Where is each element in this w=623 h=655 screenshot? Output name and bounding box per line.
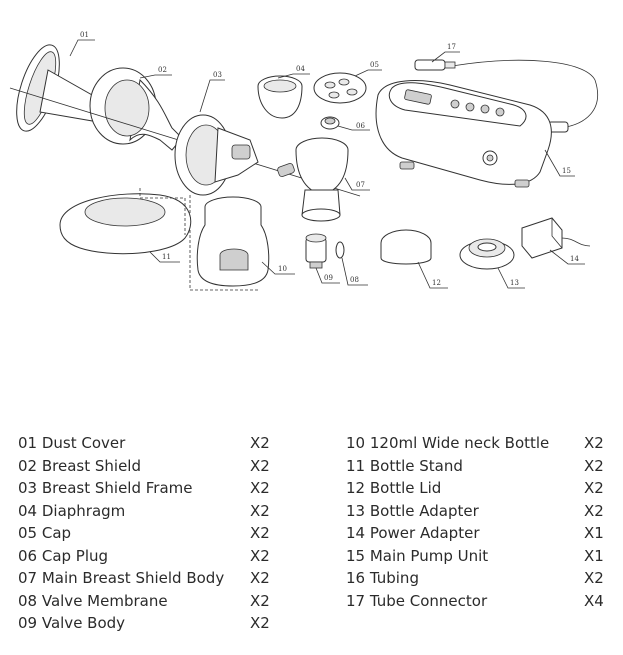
cap-plug-drawing xyxy=(320,116,340,130)
callout-06: 06 xyxy=(356,122,365,130)
callout-11: 11 xyxy=(162,253,171,261)
callout-02: 02 xyxy=(158,66,167,74)
bottle-lid-drawing xyxy=(380,229,432,265)
callout-labels: 01 02 03 04 05 06 07 08 09 10 11 12 13 1… xyxy=(69,31,585,289)
part-qty: X2 xyxy=(250,524,270,542)
part-row: 11 Bottle Stand X2 xyxy=(346,455,608,478)
part-row: 17 Tube Connector X4 xyxy=(346,590,608,613)
part-qty: X2 xyxy=(584,456,604,475)
part-row: 16 Tubing X2 xyxy=(346,567,608,590)
part-qty: X2 xyxy=(250,479,270,497)
callout-13: 13 xyxy=(510,279,519,287)
part-label: 04 Diaphragm xyxy=(18,501,126,520)
callout-04: 04 xyxy=(296,65,305,73)
part-row: 13 Bottle Adapter X2 xyxy=(346,500,608,523)
part-label: 07 Main Breast Shield Body xyxy=(18,569,225,587)
bottle-drawing xyxy=(189,195,270,291)
callout-17: 17 xyxy=(447,43,456,51)
part-row: 15 Main Pump Unit X1 xyxy=(346,545,608,568)
bottle-adapter-drawing xyxy=(459,238,515,270)
part-label: 02 Breast Shield xyxy=(18,456,141,475)
part-label: 11 Bottle Stand xyxy=(346,456,463,475)
part-label: 10 120ml Wide neck Bottle xyxy=(346,434,550,452)
breast-shield-drawing xyxy=(89,67,183,151)
part-row: 10 120ml Wide neck Bottle X2 xyxy=(346,432,608,455)
callout-15: 15 xyxy=(562,167,571,175)
part-qty: X2 xyxy=(250,569,270,587)
part-row: 12 Bottle Lid X2 xyxy=(346,477,608,500)
part-qty: X2 xyxy=(584,434,604,452)
part-qty: X2 xyxy=(250,546,270,565)
part-row: 04 Diaphragm X2 xyxy=(18,500,280,523)
part-row: 06 Cap Plug X2 xyxy=(18,545,280,568)
part-label: 08 Valve Membrane xyxy=(18,591,168,610)
cap-drawing xyxy=(313,72,367,104)
part-label: 12 Bottle Lid xyxy=(346,479,442,497)
callout-08: 08 xyxy=(350,276,359,284)
callout-10: 10 xyxy=(278,265,287,273)
callout-12: 12 xyxy=(432,279,441,287)
part-label: 15 Main Pump Unit xyxy=(346,546,489,565)
valve-drawing xyxy=(305,233,345,269)
part-qty: X2 xyxy=(250,434,270,452)
callout-14: 14 xyxy=(570,255,579,263)
part-label: 17 Tube Connector xyxy=(346,591,488,610)
part-qty: X2 xyxy=(250,456,270,475)
part-label: 16 Tubing xyxy=(346,569,419,587)
part-label: 06 Cap Plug xyxy=(18,546,109,565)
callout-07: 07 xyxy=(356,181,365,189)
part-label: 01 Dust Cover xyxy=(18,434,126,452)
part-label: 14 Power Adapter xyxy=(346,524,480,542)
callout-03: 03 xyxy=(213,71,222,79)
callout-01: 01 xyxy=(80,31,89,39)
part-row: 02 Breast Shield X2 xyxy=(18,455,280,478)
part-qty: X2 xyxy=(584,479,604,497)
part-row: 09 Valve Body X2 xyxy=(18,612,280,635)
power-adapter-drawing xyxy=(521,217,591,259)
part-qty: X2 xyxy=(584,501,604,520)
callout-05: 05 xyxy=(370,61,379,69)
exploded-parts-diagram: 01 02 03 04 05 06 07 08 09 10 11 12 13 1… xyxy=(9,31,598,291)
part-row: 01 Dust Cover X2 xyxy=(18,432,280,455)
part-qty: X1 xyxy=(584,546,604,565)
part-label: 13 Bottle Adapter xyxy=(346,501,479,520)
part-row: 14 Power Adapter X1 xyxy=(346,522,608,545)
part-label: 09 Valve Body xyxy=(18,614,126,632)
part-label: 03 Breast Shield Frame xyxy=(18,479,193,497)
part-qty: X4 xyxy=(584,591,604,610)
part-qty: X1 xyxy=(584,524,604,542)
main-breast-shield-body-drawing xyxy=(277,137,349,222)
part-row: 07 Main Breast Shield Body X2 xyxy=(18,567,280,590)
part-row: 03 Breast Shield Frame X2 xyxy=(18,477,280,500)
part-label: 05 Cap xyxy=(18,524,72,542)
part-qty: X2 xyxy=(250,591,270,610)
part-row: 05 Cap X2 xyxy=(18,522,280,545)
part-row: 08 Valve Membrane X2 xyxy=(18,590,280,613)
breast-shield-frame-drawing xyxy=(174,114,259,196)
tubing-and-connector-drawing xyxy=(414,59,598,133)
diaphragm-drawing xyxy=(257,75,303,119)
part-qty: X2 xyxy=(250,614,270,632)
part-qty: X2 xyxy=(584,569,604,587)
bottle-stand-drawing xyxy=(59,188,192,255)
callout-09: 09 xyxy=(324,274,333,282)
main-pump-unit-drawing xyxy=(375,80,552,188)
part-qty: X2 xyxy=(250,501,270,520)
